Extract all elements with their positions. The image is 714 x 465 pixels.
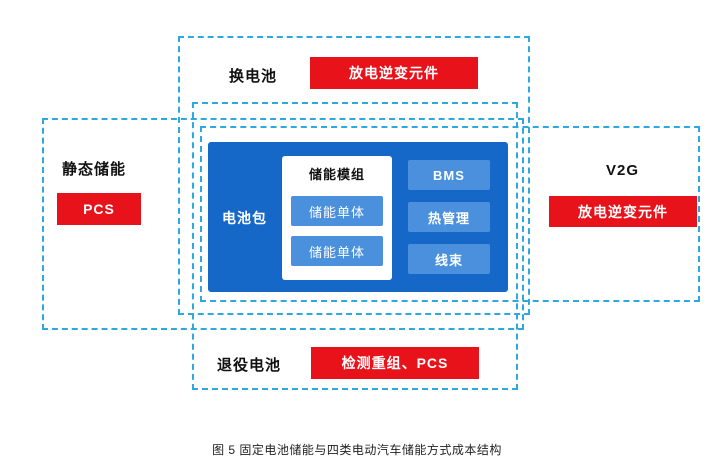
battery-pack-box: 电池包 储能模组 储能单体 储能单体 BMS 热管理 线束	[208, 142, 508, 292]
static-region-outline	[42, 118, 524, 330]
retired-battery-label: 退役电池	[217, 357, 282, 374]
wire-harness-box: 线束	[408, 244, 490, 274]
figure-caption: 图 5 固定电池储能与四类电动汽车储能方式成本结构	[212, 443, 502, 457]
bms-box: BMS	[408, 160, 490, 190]
battery-pack-label: 电池包	[222, 210, 267, 226]
static-storage-label: 静态储能	[62, 161, 127, 178]
swap-region-outline	[178, 36, 530, 315]
v2g-region-outline	[200, 126, 700, 302]
thermal-management-box: 热管理	[408, 202, 490, 232]
swap-component-box: 放电逆变元件	[310, 57, 478, 89]
storage-cell-box: 储能单体	[291, 196, 383, 226]
v2g-label: V2G	[606, 162, 640, 179]
static-component-box: PCS	[57, 193, 141, 225]
retired-component-box: 检测重组、PCS	[311, 347, 479, 379]
storage-module-box: 储能模组 储能单体 储能单体	[282, 156, 392, 280]
v2g-component-box: 放电逆变元件	[549, 196, 697, 227]
retired-region-outline	[192, 102, 518, 390]
storage-cell-box: 储能单体	[291, 236, 383, 266]
storage-module-title: 储能模组	[308, 167, 365, 182]
swap-label: 换电池	[229, 68, 278, 85]
